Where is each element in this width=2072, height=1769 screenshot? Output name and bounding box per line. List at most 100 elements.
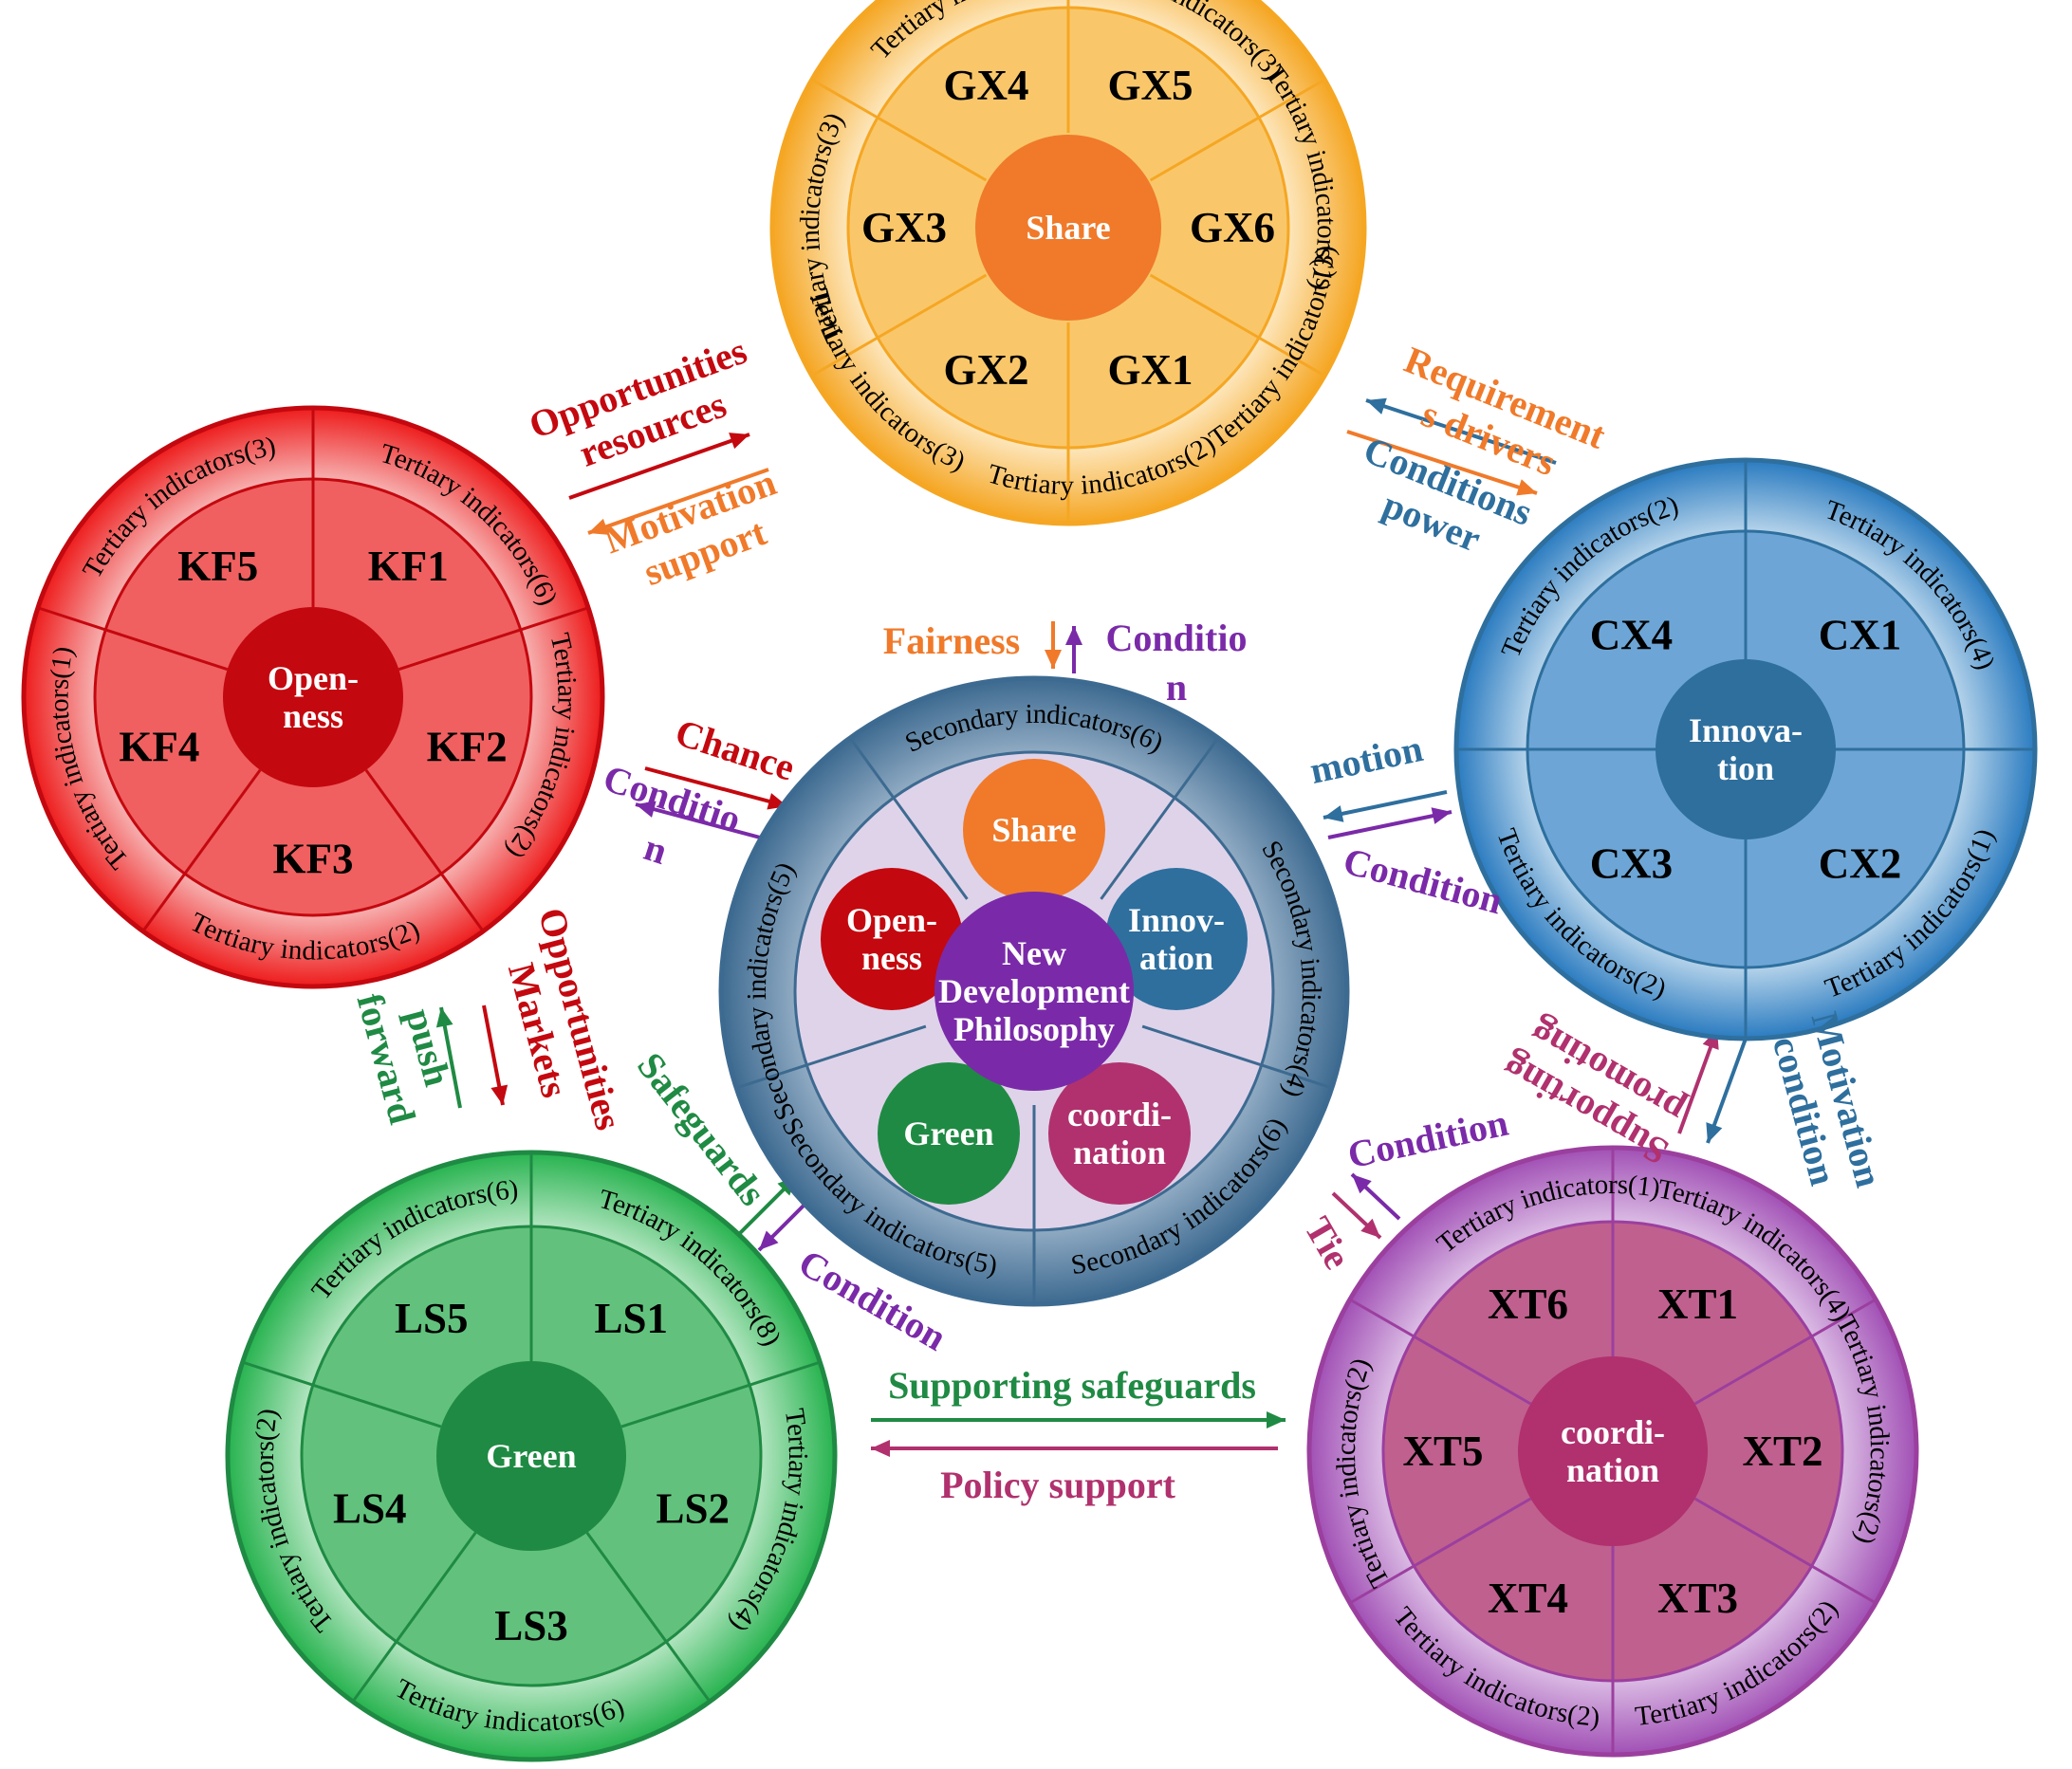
center-bubble-green [878, 1062, 1020, 1205]
center-divider [848, 737, 969, 900]
center-bubble-coordination-label: coordi-nation [1067, 1096, 1172, 1171]
philosophy-core [934, 892, 1134, 1091]
openness-code-kf3: KF3 [273, 836, 354, 883]
arrow-share-to-openness [587, 468, 769, 535]
share-code-gx1: GX1 [1108, 346, 1193, 394]
coordination-circle: coordi-nationXT1XT2XT3XT4XT5XT6Tertiary … [1306, 1145, 1919, 1758]
innovation-code-cx3: CX3 [1590, 840, 1674, 888]
openness-core [223, 607, 403, 787]
arrow-green-to-openness-head [435, 1007, 453, 1028]
share-outer-divider [811, 336, 879, 378]
arrow-innovation-to-share [1365, 398, 1557, 465]
openness-center-label: Open-ness [268, 659, 359, 735]
coordination-inner-divider [1693, 1335, 1813, 1406]
coordination-code-xt3: XT3 [1657, 1575, 1738, 1622]
openness-outer-divider [37, 606, 106, 632]
coordination-center-label: coordi-nation [1561, 1413, 1665, 1489]
arrow-innovation-to-center-head [1323, 805, 1344, 822]
relation-motivation-support: Motivationsupport [599, 460, 797, 602]
openness-inner-divider [183, 768, 262, 875]
arrow-center-to-openness-head [636, 801, 657, 818]
green-outer-divider [242, 1360, 314, 1387]
arrow-center-to-green-head [759, 1230, 779, 1250]
share-center-label: Share [1026, 209, 1110, 247]
coordination-outer-divider [1810, 1564, 1877, 1605]
arrow-green-to-coordination-head [1267, 1411, 1286, 1428]
arrow-share-to-openness-head [588, 518, 609, 535]
center-bubble-share [963, 759, 1105, 901]
relation-arrows [435, 397, 1748, 1457]
center-bubble-openness-label: Open-ness [846, 901, 937, 977]
coordination-code-xt1: XT1 [1657, 1281, 1738, 1328]
openness-outer-divider [520, 606, 589, 632]
share-code-gx2: GX2 [944, 346, 1029, 394]
relation-motion: motion [1306, 727, 1427, 792]
arrow-center-to-coordination-head [1352, 1174, 1372, 1194]
arrow-coordination-to-green-head [871, 1440, 890, 1457]
openness-inner-divider [364, 768, 443, 875]
openness-code-kf1: KF1 [368, 543, 449, 590]
green-core [436, 1361, 626, 1551]
relation-fairness: Fairness [883, 619, 1020, 662]
arrow-openness-to-green-head [490, 1084, 509, 1105]
share-code-gx6: GX6 [1190, 204, 1275, 251]
openness-inner-divider [104, 628, 229, 672]
green-code-ls3: LS3 [494, 1602, 568, 1649]
coordination-inner-divider [1693, 1497, 1813, 1568]
innovation-center-label: Innova-tion [1689, 711, 1803, 787]
center-bubble-innovation-label: Innov-ation [1128, 901, 1225, 977]
innovation-code-cx1: CX1 [1819, 611, 1902, 658]
green-inner-divider [312, 1383, 442, 1428]
openness-code-kf2: KF2 [427, 724, 508, 771]
coordination-code-xt2: XT2 [1742, 1428, 1822, 1475]
arrow-openness-to-share-head [729, 433, 749, 450]
innovation-code-cx4: CX4 [1590, 611, 1674, 658]
share-code-gx4: GX4 [944, 62, 1029, 109]
center-bubble-innovation [1105, 868, 1248, 1010]
green-code-ls2: LS2 [656, 1484, 730, 1532]
arrow-center-to-innovation-head [1431, 807, 1452, 824]
arrow-openness-to-center [644, 766, 788, 808]
relation-policy-support: Policy support [940, 1464, 1175, 1506]
arrow-openness-to-share [568, 433, 750, 500]
share-outer-divider [1258, 336, 1325, 378]
share-outer-divider [1258, 78, 1325, 120]
arrow-innovation-to-center [1323, 790, 1448, 820]
center-divider [1141, 1024, 1333, 1090]
coordination-code-xt6: XT6 [1488, 1281, 1568, 1328]
relation-chance: Chance [671, 710, 800, 789]
openness-code-kf4: KF4 [119, 724, 199, 771]
arrow-center-to-innovation [1327, 810, 1452, 839]
share-inner-divider [1149, 273, 1260, 340]
share-inner-divider [877, 273, 988, 340]
share-code-gx5: GX5 [1108, 62, 1193, 109]
relation-condition-br: Condition [1344, 1100, 1512, 1176]
relation-opp-resources: Opportunitiesresources [524, 328, 768, 488]
arrow-center-to-openness [635, 802, 779, 844]
green-inner-divider [585, 1532, 668, 1643]
green-center-label: Green [486, 1437, 576, 1475]
coordination-code-xt4: XT4 [1488, 1575, 1568, 1622]
center-bubble-green-label: Green [903, 1115, 993, 1152]
coordination-code-xt5: XT5 [1402, 1428, 1483, 1475]
green-inner-divider [395, 1532, 477, 1643]
relation-tie: Tie [1297, 1209, 1360, 1276]
coordination-outer-divider [1349, 1298, 1415, 1338]
arrow-share-to-innovation [1346, 430, 1538, 495]
center-divider [1100, 737, 1220, 900]
innovation-code-cx2: CX2 [1819, 840, 1902, 888]
green-inner-divider [620, 1383, 750, 1428]
openness-outer-divider [141, 873, 187, 932]
relation-push-forward: pushforward [349, 978, 467, 1129]
green-code-ls4: LS4 [333, 1484, 407, 1532]
coordination-outer-divider [1810, 1298, 1877, 1338]
share-inner-divider [877, 116, 988, 182]
green-code-ls1: LS1 [594, 1295, 668, 1342]
